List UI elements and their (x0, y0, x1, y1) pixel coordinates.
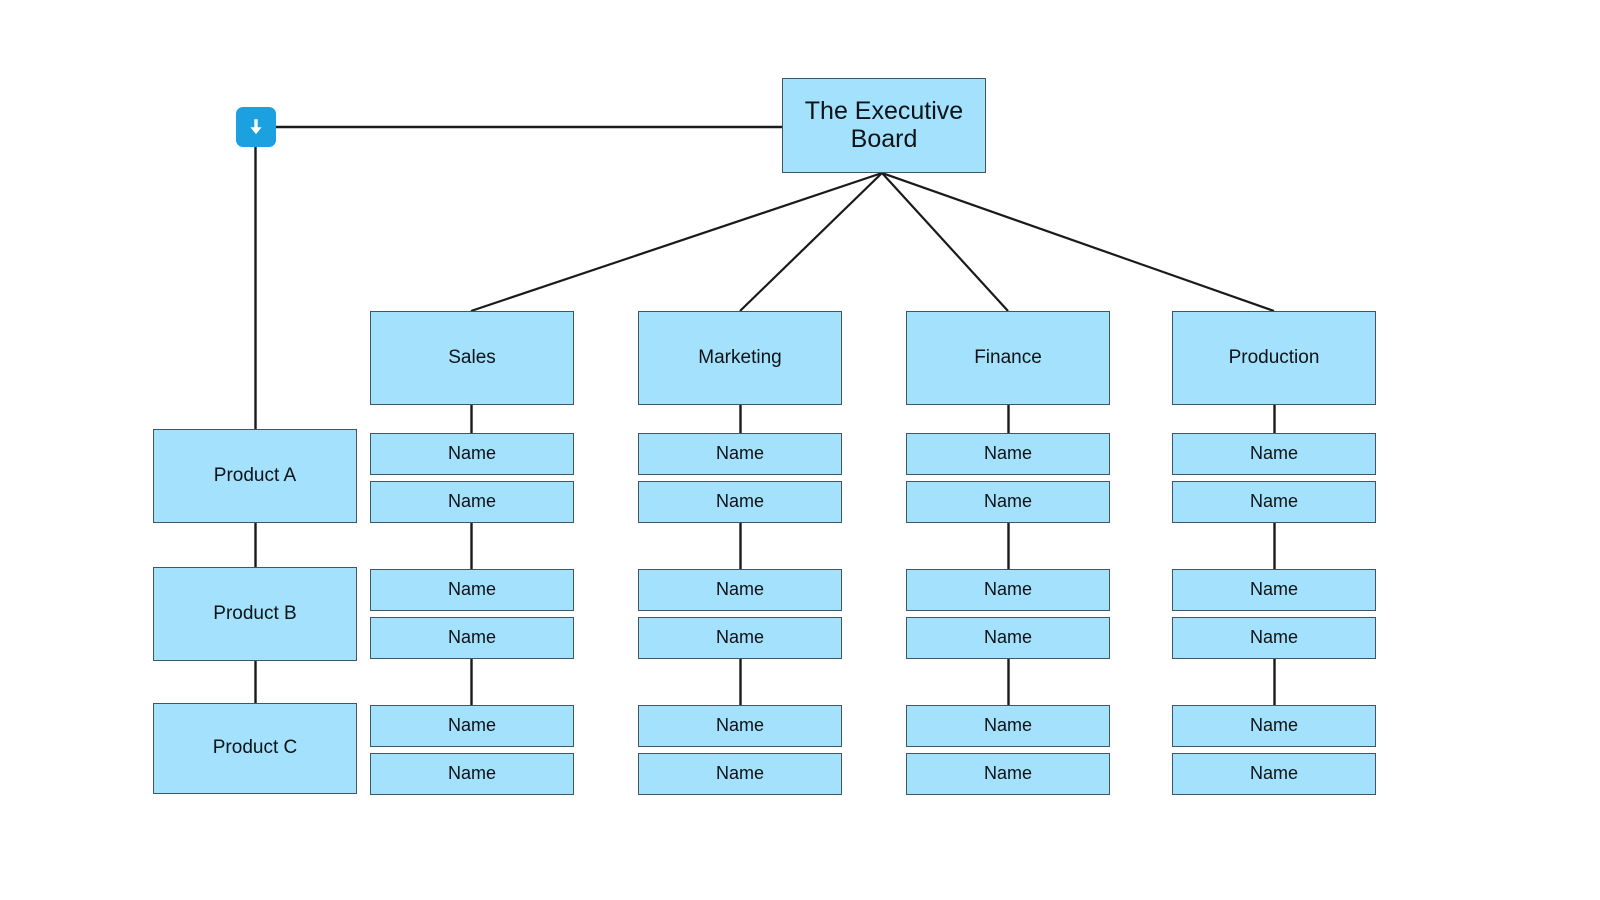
node-marketing-member-3[interactable]: Name (638, 569, 842, 611)
node-sales-member-6-label: Name (447, 763, 496, 784)
node-sales-member-3[interactable]: Name (370, 569, 574, 611)
node-department-sales-label: Sales (448, 346, 496, 368)
node-sales-member-6[interactable]: Name (370, 753, 574, 795)
node-product-a[interactable]: Product A (153, 429, 357, 523)
node-finance-member-3-label: Name (983, 579, 1032, 600)
node-sales-member-5[interactable]: Name (370, 705, 574, 747)
node-department-finance[interactable]: Finance (906, 311, 1110, 405)
node-executive-board[interactable]: The Executive Board (782, 78, 986, 173)
node-marketing-member-2[interactable]: Name (638, 481, 842, 523)
node-department-marketing-label: Marketing (698, 346, 782, 368)
node-sales-member-2[interactable]: Name (370, 481, 574, 523)
node-production-member-4[interactable]: Name (1172, 617, 1376, 659)
node-production-member-4-label: Name (1249, 627, 1298, 648)
node-finance-member-1-label: Name (983, 443, 1032, 464)
node-marketing-member-2-label: Name (715, 491, 764, 512)
node-marketing-member-4[interactable]: Name (638, 617, 842, 659)
download-arrow-icon[interactable] (236, 107, 276, 147)
node-product-a-label: Product A (213, 464, 297, 486)
node-production-member-6[interactable]: Name (1172, 753, 1376, 795)
node-sales-member-1[interactable]: Name (370, 433, 574, 475)
node-department-production-label: Production (1228, 346, 1320, 368)
node-production-member-5-label: Name (1249, 715, 1298, 736)
node-finance-member-5[interactable]: Name (906, 705, 1110, 747)
node-product-c[interactable]: Product C (153, 703, 357, 794)
node-finance-member-4[interactable]: Name (906, 617, 1110, 659)
node-sales-member-4[interactable]: Name (370, 617, 574, 659)
node-department-marketing[interactable]: Marketing (638, 311, 842, 405)
node-finance-member-1[interactable]: Name (906, 433, 1110, 475)
node-production-member-2-label: Name (1249, 491, 1298, 512)
edge-root-to-production (881, 171, 1275, 313)
node-finance-member-6-label: Name (983, 763, 1032, 784)
node-finance-member-2[interactable]: Name (906, 481, 1110, 523)
node-marketing-member-1-label: Name (715, 443, 764, 464)
node-product-c-label: Product C (212, 737, 298, 759)
node-sales-member-5-label: Name (447, 715, 496, 736)
node-product-b-label: Product B (213, 602, 297, 624)
edge-root-to-finance (881, 172, 1009, 312)
node-sales-member-1-label: Name (447, 443, 496, 464)
node-production-member-1-label: Name (1249, 443, 1298, 464)
node-finance-member-3[interactable]: Name (906, 569, 1110, 611)
node-sales-member-3-label: Name (447, 579, 496, 600)
node-finance-member-6[interactable]: Name (906, 753, 1110, 795)
node-marketing-member-6[interactable]: Name (638, 753, 842, 795)
node-marketing-member-5-label: Name (715, 715, 764, 736)
node-department-finance-label: Finance (974, 346, 1042, 368)
arrow-down-glyph (250, 119, 262, 135)
edge-root-to-sales (470, 171, 883, 313)
node-marketing-member-4-label: Name (715, 627, 764, 648)
node-production-member-5[interactable]: Name (1172, 705, 1376, 747)
node-finance-member-2-label: Name (983, 491, 1032, 512)
node-marketing-member-3-label: Name (715, 579, 764, 600)
node-product-b[interactable]: Product B (153, 567, 357, 661)
edge-root-to-marketing (739, 172, 883, 312)
node-marketing-member-1[interactable]: Name (638, 433, 842, 475)
node-marketing-member-5[interactable]: Name (638, 705, 842, 747)
node-sales-member-2-label: Name (447, 491, 496, 512)
node-production-member-3[interactable]: Name (1172, 569, 1376, 611)
node-marketing-member-6-label: Name (715, 763, 764, 784)
node-sales-member-4-label: Name (447, 627, 496, 648)
node-production-member-3-label: Name (1249, 579, 1298, 600)
node-production-member-1[interactable]: Name (1172, 433, 1376, 475)
node-finance-member-5-label: Name (983, 715, 1032, 736)
node-department-production[interactable]: Production (1172, 311, 1376, 405)
node-production-member-6-label: Name (1249, 763, 1298, 784)
node-executive-board-label: The Executive Board (804, 97, 964, 153)
node-department-sales[interactable]: Sales (370, 311, 574, 405)
node-production-member-2[interactable]: Name (1172, 481, 1376, 523)
node-finance-member-4-label: Name (983, 627, 1032, 648)
